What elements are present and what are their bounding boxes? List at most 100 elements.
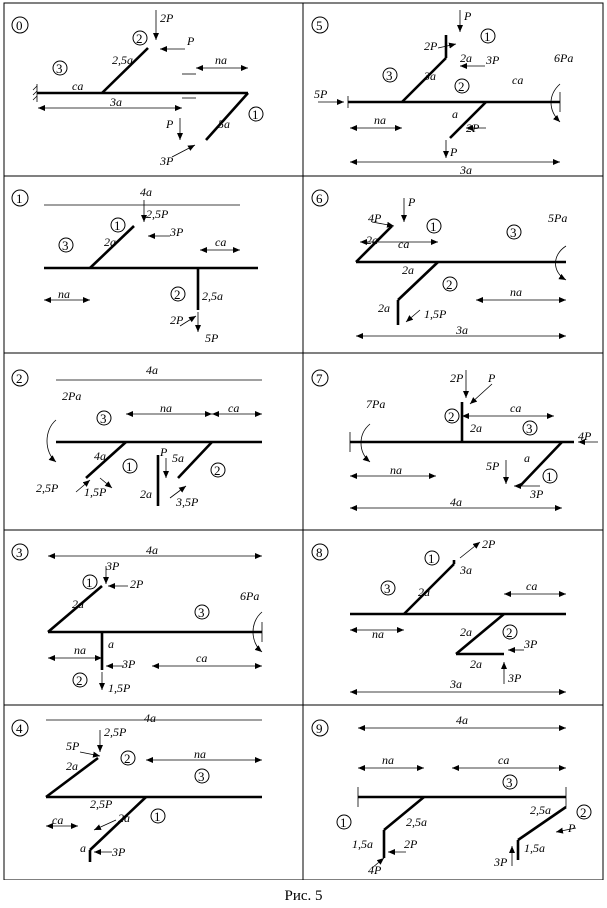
svg-text:2P: 2P: [424, 39, 438, 53]
figure-sheet: 0 3 2 1 2P P 2,5a na ca 3a P 5a 3P: [3, 2, 604, 880]
svg-text:2P: 2P: [466, 121, 480, 135]
svg-text:P: P: [165, 117, 174, 131]
svg-text:1: 1: [484, 29, 491, 44]
svg-text:ca: ca: [72, 79, 83, 93]
svg-text:2a: 2a: [140, 487, 152, 501]
svg-text:3a: 3a: [449, 677, 462, 691]
svg-text:4a: 4a: [140, 185, 152, 199]
svg-text:a: a: [80, 841, 86, 855]
svg-text:3P: 3P: [529, 487, 544, 501]
panel-0: 0 3 2 1 2P P 2,5a na ca 3a P 5a 3P: [3, 2, 304, 177]
svg-text:na: na: [194, 747, 206, 761]
svg-text:1,5a: 1,5a: [524, 841, 545, 855]
svg-text:na: na: [215, 53, 227, 67]
svg-text:ca: ca: [526, 579, 537, 593]
svg-text:P: P: [487, 371, 496, 385]
svg-text:2a: 2a: [72, 597, 84, 611]
svg-text:ca: ca: [215, 235, 226, 249]
svg-text:P: P: [407, 195, 416, 209]
svg-text:1: 1: [86, 575, 93, 590]
svg-text:3: 3: [506, 775, 513, 790]
svg-text:7: 7: [316, 371, 323, 386]
svg-text:na: na: [74, 643, 86, 657]
svg-text:3P: 3P: [485, 53, 500, 67]
svg-text:P: P: [186, 34, 195, 48]
svg-text:6: 6: [316, 191, 323, 206]
svg-text:na: na: [390, 463, 402, 477]
svg-text:1,5P: 1,5P: [108, 681, 131, 695]
svg-text:5Pa: 5Pa: [548, 211, 567, 225]
svg-text:P: P: [449, 145, 458, 159]
svg-text:2: 2: [136, 31, 143, 46]
panel-number: 0: [16, 18, 23, 33]
svg-text:na: na: [160, 401, 172, 415]
svg-text:na: na: [58, 287, 70, 301]
panel-3: 3 1 3 2 4a 3P 2P 2a 6Pa na a ca 3P 1,5P: [3, 529, 304, 706]
svg-text:3a: 3a: [423, 69, 436, 83]
svg-text:2: 2: [174, 287, 181, 302]
svg-text:2: 2: [76, 673, 83, 688]
svg-text:P: P: [159, 445, 168, 459]
panel-7: 7 2 3 1 2P P ca 7Pa 2a 4P 5P a na 3P 4a: [302, 352, 604, 531]
svg-text:2a: 2a: [104, 235, 116, 249]
svg-text:P: P: [567, 821, 576, 835]
panel-8: 8 1 3 2 2P 3a 2a ca na 2a 3P 2a 3P 3a: [302, 529, 604, 706]
svg-text:ca: ca: [52, 813, 63, 827]
panel-6: 6 1 3 2 P 4P 2a ca 5Pa 2a 2a 1,5P na 3a: [302, 175, 604, 354]
svg-text:2a: 2a: [470, 421, 482, 435]
svg-text:2,5P: 2,5P: [104, 725, 127, 739]
svg-text:3a: 3a: [109, 95, 122, 109]
svg-text:na: na: [510, 285, 522, 299]
svg-text:2a: 2a: [66, 759, 78, 773]
svg-text:5P: 5P: [66, 739, 80, 753]
svg-text:ca: ca: [196, 651, 207, 665]
svg-text:na: na: [372, 627, 384, 641]
svg-text:3P: 3P: [105, 559, 120, 573]
svg-text:4a: 4a: [146, 543, 158, 557]
svg-text:3P: 3P: [121, 657, 136, 671]
svg-text:ca: ca: [498, 753, 509, 767]
svg-text:1: 1: [252, 107, 259, 122]
svg-text:3: 3: [198, 605, 205, 620]
svg-text:3P: 3P: [111, 845, 126, 859]
svg-text:2P: 2P: [404, 837, 418, 851]
svg-text:1: 1: [16, 191, 23, 206]
svg-text:5P: 5P: [486, 459, 500, 473]
svg-text:3P: 3P: [169, 225, 184, 239]
svg-text:2Pa: 2Pa: [62, 389, 81, 403]
svg-text:3P: 3P: [159, 154, 174, 168]
svg-text:4P: 4P: [368, 211, 382, 225]
svg-text:1: 1: [114, 218, 121, 233]
svg-text:ca: ca: [512, 73, 523, 87]
svg-text:3: 3: [510, 225, 517, 240]
svg-text:2a: 2a: [378, 301, 390, 315]
svg-text:2a: 2a: [402, 263, 414, 277]
svg-text:4P: 4P: [578, 429, 592, 443]
svg-text:5P: 5P: [314, 87, 328, 101]
svg-text:na: na: [374, 113, 386, 127]
svg-text:2,5a: 2,5a: [406, 815, 427, 829]
svg-text:2P: 2P: [160, 11, 174, 25]
svg-text:2a: 2a: [118, 811, 130, 825]
svg-text:3P: 3P: [493, 855, 508, 869]
svg-text:5a: 5a: [172, 451, 184, 465]
svg-text:2: 2: [446, 277, 453, 292]
svg-text:2: 2: [580, 805, 587, 820]
svg-text:1: 1: [340, 815, 347, 830]
svg-text:3: 3: [386, 68, 393, 83]
svg-text:1: 1: [546, 469, 553, 484]
svg-text:5a: 5a: [218, 117, 230, 131]
panel-2: 2 3 1 2 4a 2Pa na ca 4a 2,5P 1,5P P 5a 2…: [3, 352, 304, 531]
svg-text:a: a: [108, 637, 114, 651]
svg-text:3a: 3a: [459, 163, 472, 177]
svg-text:a: a: [524, 451, 530, 465]
svg-text:4a: 4a: [144, 711, 156, 725]
svg-text:3: 3: [384, 581, 391, 596]
svg-text:2,5P: 2,5P: [90, 797, 113, 811]
svg-text:3,5P: 3,5P: [175, 495, 199, 509]
svg-text:2,5P: 2,5P: [36, 481, 59, 495]
svg-text:1: 1: [154, 809, 161, 824]
svg-text:2,5a: 2,5a: [202, 289, 223, 303]
svg-text:3: 3: [16, 545, 23, 560]
svg-text:5: 5: [316, 18, 323, 33]
